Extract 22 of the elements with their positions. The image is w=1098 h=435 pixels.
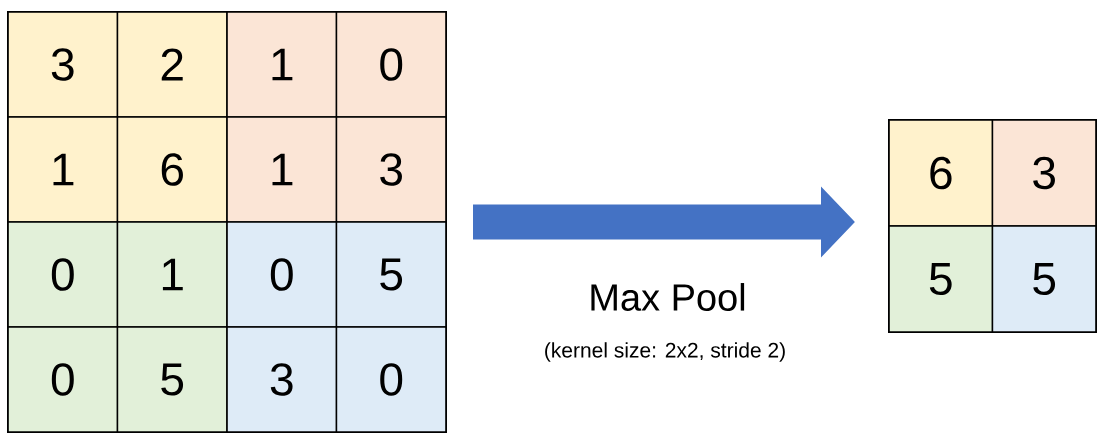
grid-cell: 0 [226,221,338,328]
edge-label: Max Pool [591,283,745,311]
grid-cell: 3 [7,11,119,118]
grid-cell: 1 [226,11,338,118]
grid-cell: 5 [335,221,447,328]
grid-cell: 1 [116,221,228,328]
grid-cell: 6 [116,116,228,223]
grid-cell: 2 [116,11,228,118]
grid-cell: 5 [991,225,1097,333]
grid-cell: 3 [226,326,338,433]
grid-cell: 6 [888,119,994,227]
grid-cell: 5 [888,225,994,333]
caption-note: (kernel size: 2x2, stride 2) [545,342,785,362]
grid-cell: 3 [335,116,447,223]
grid-cell: 1 [7,116,119,223]
grid-cell: 1 [226,116,338,223]
grid-cell: 0 [335,326,447,433]
grid-cell: 0 [335,11,447,118]
grid-cell: 0 [7,326,119,433]
grid-cell: 5 [116,326,228,433]
grid-cell: 0 [7,221,119,328]
grid-cell: 3 [991,119,1097,227]
